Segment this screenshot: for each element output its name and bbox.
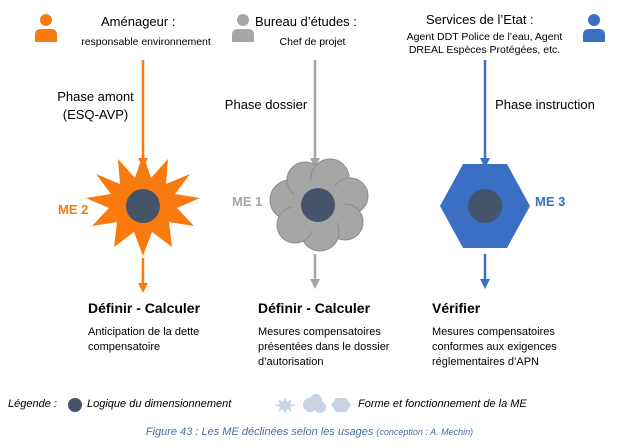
role-sub-amenageur: responsable environnement [81,36,211,48]
action-etat: Vérifier [432,300,481,316]
description-amenageur: Anticipation de la dette compensatoire [88,326,200,353]
legend-hexagon-icon [331,398,351,412]
role-title-etat: Services de l’Etat : [426,12,534,27]
role-title-amenageur: Aménageur : [101,14,176,29]
phase-amont: Phase amont (ESQ-AVP) [57,89,134,122]
dimensioning-logic-node [301,188,335,222]
description-bureau: Mesures compensatoires présentées dans l… [258,326,390,368]
phase-dossier: Phase dossier [224,97,308,112]
me-label-1: ME 1 [232,194,263,209]
role-title-bureau: Bureau d’études : [255,14,357,29]
dimensioning-logic-node [126,189,160,223]
person-icon [35,14,57,42]
legend-item-dimensioning: Logique du dimensionnement [87,398,232,410]
role-sub-bureau: Chef de projet [279,36,346,48]
action-bureau: Définir - Calculer [258,300,371,316]
person-icon [232,14,254,42]
legend-starburst-icon [274,397,296,414]
me-label-2: ME 2 [58,202,89,217]
legend-label: Légende : [8,398,57,410]
role-sub-etat: Agent DDT Police de l’eau, Agent DREAL E… [406,31,563,56]
action-amenageur: Définir - Calculer [88,300,201,316]
person-icon [583,14,605,42]
figure-caption: Figure 43 : Les ME déclinées selon les u… [145,426,474,438]
legend-item-shape: Forme et fonctionnement de la ME [358,398,527,410]
description-etat: Mesures compensatoires conformes aux exi… [432,326,557,368]
dimensioning-logic-node [468,189,502,223]
phase-instruction: Phase instruction [495,97,595,112]
legend-node-icon [68,398,82,412]
legend-cloud-icon [303,394,326,413]
me-label-3: ME 3 [535,194,566,209]
